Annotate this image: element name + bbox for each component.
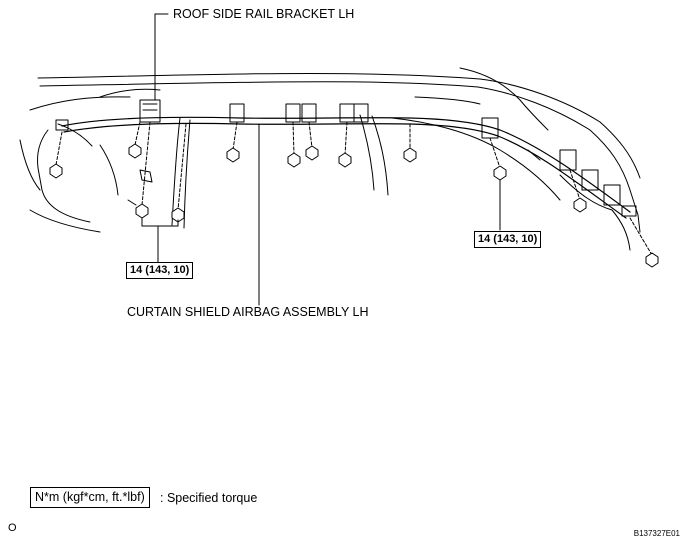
corner-mark: O bbox=[8, 522, 17, 534]
torque-legend-description: : Specified torque bbox=[160, 491, 258, 505]
bolt-leader-lines bbox=[55, 121, 653, 256]
roof-side-rail-bracket-label: ROOF SIDE RAIL BRACKET LH bbox=[173, 7, 355, 21]
torque-spec-front: 14 (143, 10) bbox=[126, 262, 194, 279]
curtain-shield-airbag-label: CURTAIN SHIELD AIRBAG ASSEMBLY LH bbox=[127, 305, 369, 319]
airbag-brackets bbox=[55, 99, 637, 217]
figure-id: B137327E01 bbox=[633, 529, 680, 538]
torque-unit-legend: N*m (kgf*cm, ft.*lbf) bbox=[30, 487, 150, 508]
torque-spec-rear: 14 (143, 10) bbox=[474, 231, 542, 248]
bolts bbox=[49, 143, 659, 268]
callout-lines bbox=[141, 13, 501, 306]
vehicle-body-outline bbox=[19, 67, 641, 251]
